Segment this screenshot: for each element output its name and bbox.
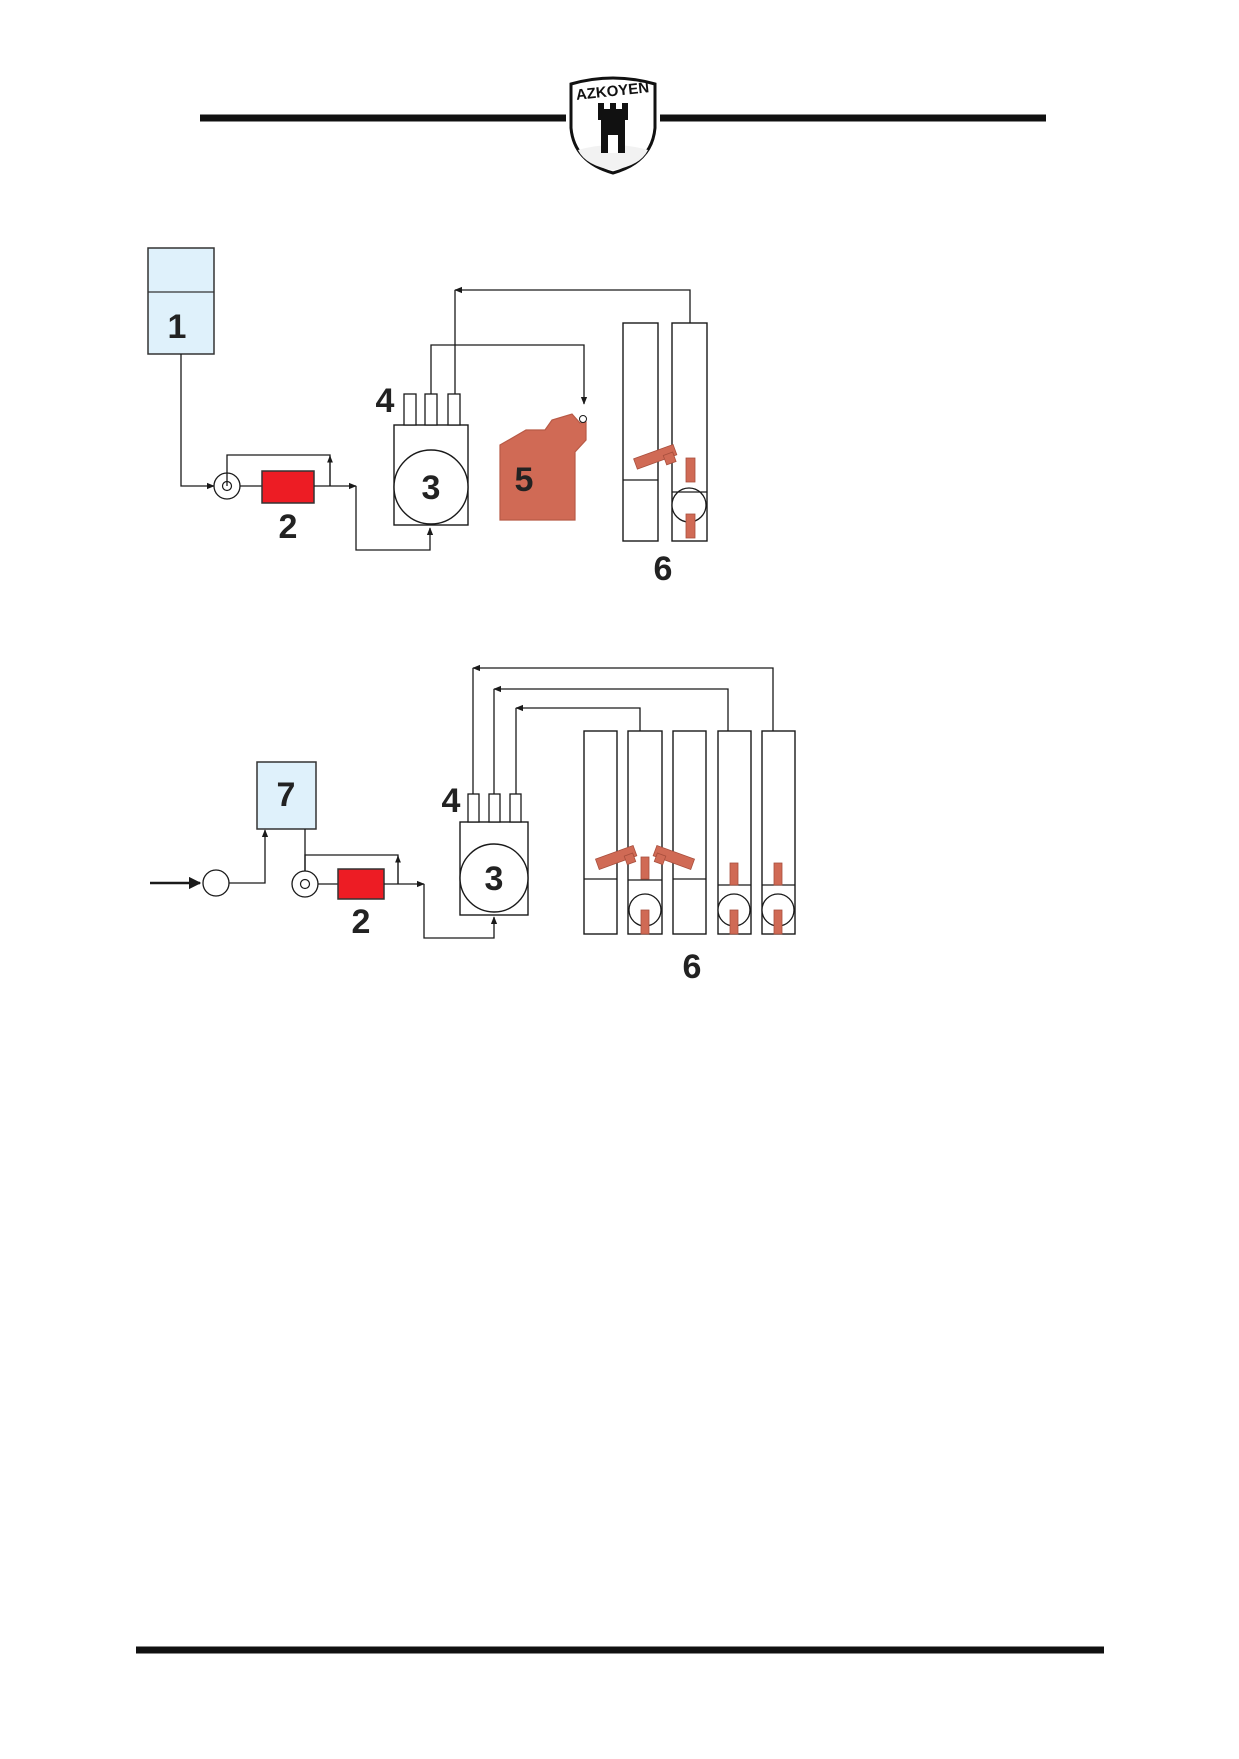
pipe-valve-outer [472,664,774,731]
water-tank: 1 [147,247,215,355]
water-filter [337,868,385,900]
mixer-units [622,322,708,542]
pipe-valve-to-brew-group [430,344,588,405]
label-4: 4 [376,382,395,420]
diagram-top: 1 2 3 4 [147,247,708,588]
label-3: 3 [422,469,441,507]
label-2-bottom: 2 [352,903,371,941]
pump-icon [291,870,319,898]
boiler: 3 [459,821,529,916]
mixer-units [583,730,796,935]
label-6: 6 [654,550,673,588]
label-5: 5 [515,461,534,499]
label-4-bottom: 4 [442,782,461,820]
pipe-tank-to-pump [180,354,215,490]
pipe-filter-to-boiler [355,486,434,551]
label-7: 7 [277,776,296,814]
boiler: 3 [393,424,469,526]
pipe-valve-to-mixer [454,286,691,323]
label-2: 2 [279,508,298,546]
brew-group: 5 [499,413,587,521]
pipe-valve-inner [515,704,641,731]
pump-icon-inlet [202,869,230,897]
diagram-bottom: 7 2 3 4 [150,664,796,986]
water-filter [261,470,315,504]
label-3-bottom: 3 [485,860,504,898]
pipe-valve-middle [493,685,729,731]
label-1: 1 [168,308,187,346]
water-tank-small: 7 [256,761,317,830]
pipe-pump-to-tank [229,829,269,884]
solenoid-valves [467,793,522,823]
azkoyen-logo: AZKOYEN [569,76,657,175]
solenoid-valves [403,393,461,426]
header: AZKOYEN [200,76,1046,175]
pipe-filter-to-boiler [423,884,498,939]
label-6-bottom: 6 [683,948,702,986]
castle-tower-icon [598,103,628,153]
